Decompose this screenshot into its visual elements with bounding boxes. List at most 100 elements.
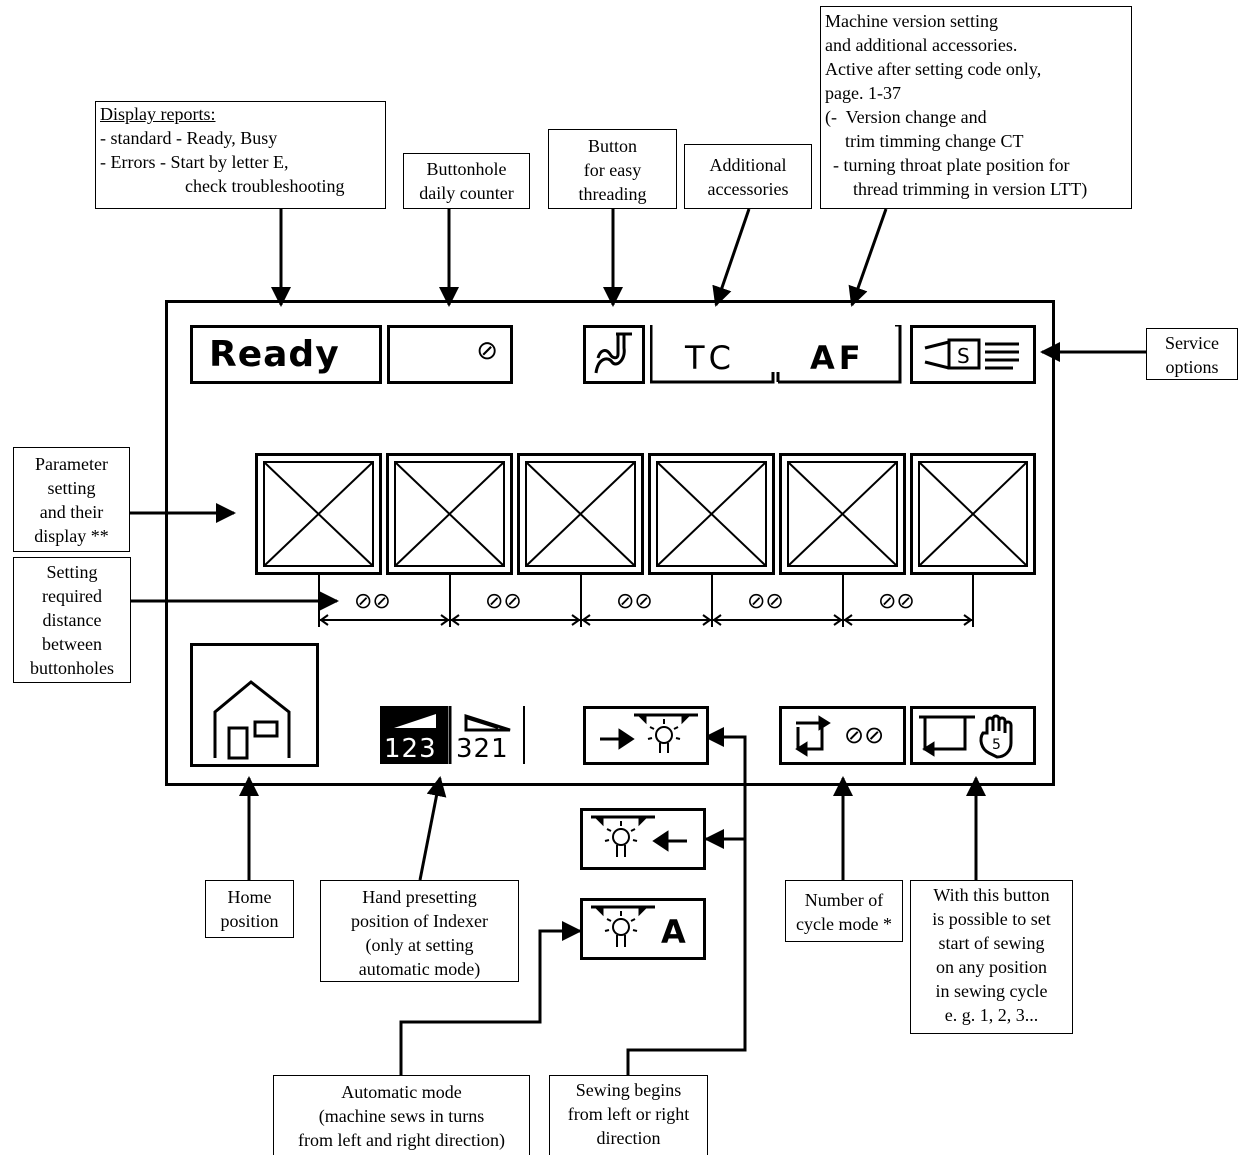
callout-start-any: With this button is possible to set star… bbox=[910, 880, 1073, 1034]
service-s-label: S bbox=[957, 344, 970, 368]
home-icon bbox=[213, 680, 291, 760]
parameter-box-5[interactable] bbox=[779, 453, 906, 575]
callout-version-line8: thread trimming in version LTT) bbox=[853, 179, 1088, 199]
sew-right-icon bbox=[600, 713, 698, 753]
parameter-placeholder-6 bbox=[918, 461, 1028, 567]
status-display: Ready bbox=[190, 325, 382, 384]
distance-value-1[interactable]: ⊘⊘ bbox=[354, 589, 391, 614]
parameter-box-1[interactable] bbox=[255, 453, 382, 575]
callout-cycle-mode-line2: cycle mode * bbox=[796, 914, 892, 934]
callout-accessories-line1: Additional bbox=[709, 155, 787, 175]
indexer-order-icon bbox=[380, 706, 525, 764]
callout-version-line7: - turning throat plate position for bbox=[833, 155, 1070, 175]
callout-automatic-line3: from left and right direction) bbox=[298, 1130, 505, 1150]
distance-value-4[interactable]: ⊘⊘ bbox=[747, 589, 784, 614]
arrow-sew-right bbox=[626, 727, 747, 1075]
callout-parameter-line4: display ** bbox=[34, 526, 109, 546]
callout-display-reports-line1: - standard - Ready, Busy bbox=[100, 128, 278, 148]
sew-left-icon bbox=[591, 815, 687, 857]
easy-threading-button[interactable] bbox=[583, 325, 645, 384]
callout-sewing-begins: Sewing begins from left or right directi… bbox=[549, 1075, 708, 1155]
callout-version-line3: Active after setting code only, bbox=[825, 59, 1042, 79]
callout-threading-line2: for easy bbox=[583, 160, 642, 180]
callout-cycle-mode-line1: Number of bbox=[804, 890, 884, 910]
callout-counter-line1: Buttonhole bbox=[426, 159, 507, 179]
callout-parameter-line1: Parameter bbox=[35, 454, 108, 474]
distance-value-2[interactable]: ⊘⊘ bbox=[485, 589, 522, 614]
callout-start-any-line6: e. g. 1, 2, 3... bbox=[944, 1005, 1039, 1025]
callout-threading-line1: Button bbox=[587, 136, 637, 156]
callout-cycle-mode: Number of cycle mode * bbox=[785, 880, 903, 942]
callout-start-any-line4: on any position bbox=[936, 957, 1047, 977]
callout-service-line1: Service bbox=[1165, 333, 1219, 353]
callout-version-line1: Machine version setting bbox=[825, 11, 998, 31]
af-label: AF bbox=[810, 339, 865, 377]
callout-threading: Button for easy threading bbox=[548, 129, 677, 209]
cycle-icon bbox=[795, 715, 831, 757]
tc-label: TC bbox=[685, 339, 738, 377]
arrow-automatic bbox=[399, 921, 582, 1075]
indexer-order-button[interactable]: 123 321 bbox=[380, 706, 526, 764]
callout-home-line2: position bbox=[220, 911, 279, 931]
callout-display-reports: Display reports: - standard - Ready, Bus… bbox=[95, 101, 386, 209]
distance-value-3[interactable]: ⊘⊘ bbox=[616, 589, 653, 614]
automatic-mode-button[interactable]: A bbox=[580, 898, 706, 960]
svg-text:5: 5 bbox=[992, 737, 1001, 753]
callout-display-reports-title: Display reports: bbox=[100, 104, 216, 124]
callout-accessories-line2: accessories bbox=[707, 179, 789, 199]
sew-from-left-button[interactable] bbox=[583, 706, 709, 765]
callout-distance-line5: buttonholes bbox=[30, 658, 114, 678]
control-panel-screen: Ready ⊘ TC AF bbox=[165, 300, 1055, 786]
callout-hand-preset-line3: (only at setting bbox=[365, 935, 474, 955]
callout-distance-line1: Setting bbox=[46, 562, 98, 582]
callout-parameter: Parameter setting and their display ** bbox=[13, 447, 130, 552]
callout-automatic-line1: Automatic mode bbox=[341, 1082, 462, 1102]
callout-start-any-line2: is possible to set bbox=[932, 909, 1051, 929]
callout-counter: Buttonhole daily counter bbox=[403, 153, 530, 209]
callout-display-reports-line2: - Errors - Start by letter E, bbox=[100, 152, 289, 172]
distance-row bbox=[318, 575, 974, 627]
service-options-button[interactable]: S bbox=[910, 325, 1036, 384]
callout-parameter-line3: and their bbox=[39, 502, 104, 522]
callout-automatic: Automatic mode (machine sews in turns fr… bbox=[273, 1075, 530, 1155]
parameter-placeholder-1 bbox=[263, 461, 374, 567]
callout-sewing-begins-line2: from left or right bbox=[567, 1104, 690, 1124]
automatic-icon bbox=[591, 905, 655, 947]
callout-home-line1: Home bbox=[227, 887, 272, 907]
callout-version-line4: page. 1-37 bbox=[825, 83, 901, 103]
callout-distance-line4: between bbox=[42, 634, 102, 654]
callout-sewing-begins-line1: Sewing begins bbox=[575, 1080, 682, 1100]
callout-start-any-line3: start of sewing bbox=[938, 933, 1045, 953]
callout-service: Service options bbox=[1146, 328, 1238, 380]
parameter-placeholder-4 bbox=[656, 461, 767, 567]
callout-parameter-line2: setting bbox=[47, 478, 96, 498]
home-position-button[interactable] bbox=[190, 643, 319, 767]
callout-hand-preset: Hand presetting position of Indexer (onl… bbox=[320, 880, 519, 982]
callout-threading-line3: threading bbox=[578, 184, 647, 204]
cycle-mode-button[interactable]: ⊘⊘ bbox=[779, 706, 906, 765]
callout-sewing-begins-line3: direction bbox=[596, 1128, 661, 1148]
parameter-box-6[interactable] bbox=[910, 453, 1036, 575]
sew-from-right-button[interactable] bbox=[580, 808, 706, 870]
status-text: Ready bbox=[209, 334, 340, 375]
callout-hand-preset-line2: position of Indexer bbox=[351, 911, 488, 931]
arrow-accessories bbox=[712, 208, 751, 307]
callout-distance-line2: required bbox=[42, 586, 102, 606]
parameter-box-4[interactable] bbox=[648, 453, 775, 575]
callout-counter-line2: daily counter bbox=[419, 183, 514, 203]
tc-af-panel[interactable]: TC AF bbox=[650, 325, 905, 384]
daily-counter-display: ⊘ bbox=[387, 325, 513, 384]
callout-start-any-line1: With this button bbox=[933, 885, 1050, 905]
parameter-placeholder-3 bbox=[525, 461, 636, 567]
callout-version-line2: and additional accessories. bbox=[825, 35, 1018, 55]
callout-version: Machine version setting and additional a… bbox=[820, 6, 1132, 209]
arrow-hand-preset bbox=[418, 776, 447, 881]
parameter-box-2[interactable] bbox=[386, 453, 513, 575]
order-descending: 321 bbox=[456, 734, 509, 764]
start-position-icon: 5 bbox=[919, 714, 1013, 759]
distance-value-5[interactable]: ⊘⊘ bbox=[878, 589, 915, 614]
callout-display-reports-line3: check troubleshooting bbox=[185, 176, 345, 196]
start-position-button[interactable]: 5 bbox=[910, 706, 1036, 765]
parameter-box-3[interactable] bbox=[517, 453, 644, 575]
